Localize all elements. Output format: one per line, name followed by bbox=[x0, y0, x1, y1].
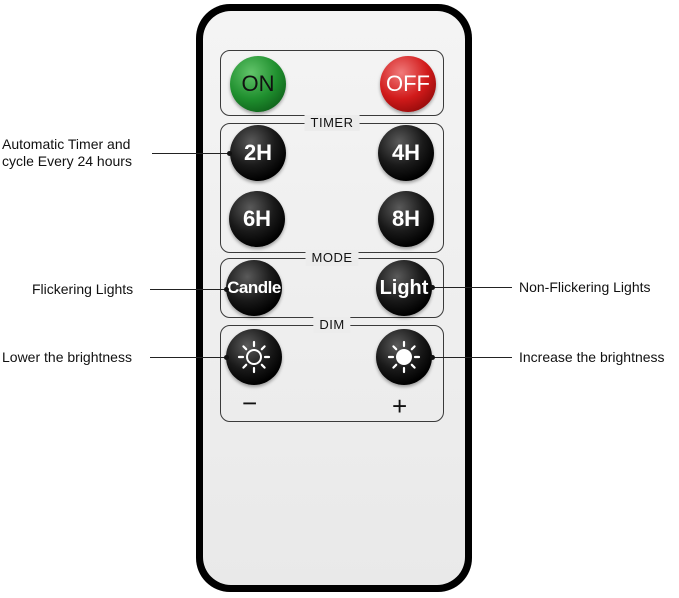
flickering-callout-line bbox=[150, 289, 228, 290]
flickering-callout: Flickering Lights bbox=[32, 281, 134, 297]
timer-4h-label: 4H bbox=[391, 140, 421, 165]
dim-section-label: DIM bbox=[313, 317, 351, 333]
timer-callout-line bbox=[152, 153, 230, 154]
sun-outline-icon bbox=[237, 340, 271, 374]
timer-callout-dot bbox=[227, 151, 232, 156]
sun-filled-icon bbox=[387, 340, 421, 374]
timer-8h-button[interactable]: 8H bbox=[378, 191, 434, 247]
timer-2h-button[interactable]: 2H bbox=[230, 125, 286, 181]
off-button-label: OFF bbox=[386, 71, 430, 96]
light-mode-button[interactable]: Light bbox=[376, 260, 432, 316]
non-flickering-callout: Non-Flickering Lights bbox=[519, 279, 651, 295]
minus-sign: − bbox=[242, 388, 258, 418]
off-button[interactable]: OFF bbox=[380, 56, 436, 112]
timer-4h-button[interactable]: 4H bbox=[378, 125, 434, 181]
lower-brightness-callout-dot bbox=[224, 355, 229, 360]
timer-6h-button[interactable]: 6H bbox=[229, 191, 285, 247]
timer-callout-line2: cycle Every 24 hours bbox=[2, 153, 132, 169]
candle-mode-button[interactable]: Candle bbox=[226, 260, 282, 316]
plus-sign: + bbox=[392, 391, 408, 421]
lower-brightness-callout: Lower the brightness bbox=[2, 349, 132, 365]
timer-callout-line1: Automatic Timer and bbox=[2, 136, 131, 152]
candle-mode-label: Candle bbox=[227, 278, 281, 297]
increase-brightness-callout: Increase the brightness bbox=[519, 349, 665, 365]
mode-section-label: MODE bbox=[305, 250, 359, 266]
non-flickering-callout-dot bbox=[430, 285, 435, 290]
light-mode-label: Light bbox=[379, 276, 429, 299]
on-button[interactable]: ON bbox=[230, 56, 286, 112]
dim-up-button[interactable] bbox=[376, 329, 432, 385]
non-flickering-callout-line bbox=[432, 287, 512, 288]
flickering-callout-dot bbox=[224, 287, 229, 292]
lower-brightness-callout-line bbox=[150, 357, 228, 358]
timer-6h-label: 6H bbox=[242, 206, 272, 231]
timer-8h-label: 8H bbox=[391, 206, 421, 231]
timer-panel: TIMER bbox=[220, 115, 444, 253]
on-button-label: ON bbox=[241, 71, 275, 96]
timer-2h-label: 2H bbox=[243, 140, 273, 165]
dim-panel: DIM bbox=[220, 317, 444, 422]
dim-down-button[interactable] bbox=[226, 329, 282, 385]
timer-callout: Automatic Timer and cycle Every 24 hours bbox=[2, 136, 132, 170]
increase-brightness-callout-dot bbox=[430, 355, 435, 360]
timer-section-label: TIMER bbox=[304, 115, 360, 131]
increase-brightness-callout-line bbox=[432, 357, 512, 358]
